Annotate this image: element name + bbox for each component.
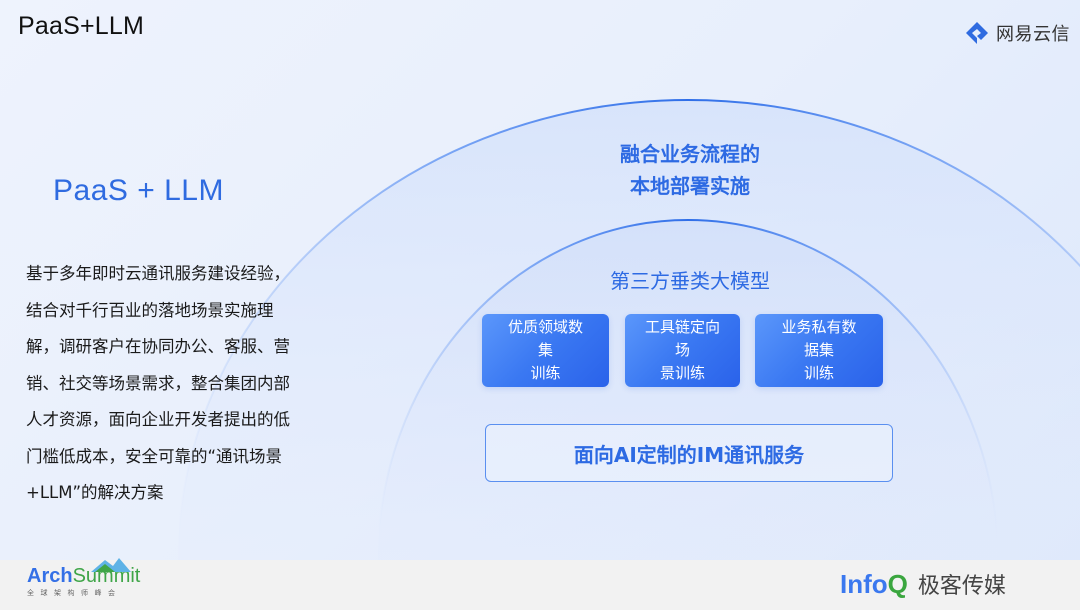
outer-arc-heading: 融合业务流程的 本地部署实施	[560, 138, 820, 202]
archsummit-word-arch: Arch	[27, 565, 73, 587]
mountain-icon	[91, 558, 131, 572]
description-line: 人才资源，面向企业开发者提出的低	[26, 410, 290, 429]
outer-arc-heading-line: 融合业务流程的	[620, 142, 760, 166]
netease-yunxin-logo-icon	[966, 22, 988, 44]
footer-bar	[0, 560, 1080, 610]
archsummit-logo: ArchSummit 全球架构师峰会	[27, 558, 140, 598]
archsummit-subtitle: 全球架构师峰会	[27, 589, 122, 597]
card-line: 景训练	[659, 364, 705, 382]
im-service-base-box: 面向AI定制的IM通讯服务	[485, 424, 893, 482]
infoq-logo: InfoQ 极客传媒	[840, 568, 1006, 600]
description-line: 解，调研客户在协同办公、客服、营	[26, 337, 290, 356]
geek-media-label: 极客传媒	[917, 574, 1006, 599]
card-line: 训练	[803, 364, 834, 382]
card-line: 业务私有数据集	[781, 318, 857, 359]
description-line: +LLM”的解决方案	[26, 483, 164, 502]
infoq-word-info: Info	[840, 568, 888, 599]
slide-title: PaaS+LLM	[18, 12, 144, 40]
brand-name: 网易云信	[996, 24, 1070, 45]
card-line: 训练	[530, 364, 561, 382]
outer-arc-heading-line: 本地部署实施	[630, 174, 750, 198]
description-paragraph: 基于多年即时云通讯服务建设经验， 结合对千行百业的落地场景实施理 解，调研客户在…	[26, 256, 326, 512]
brand-logo: 网易云信	[964, 20, 1070, 46]
card-line: 优质领域数集	[507, 318, 583, 359]
im-service-label: 面向AI定制的IM通讯服务	[573, 442, 805, 467]
inner-arc-heading: 第三方垂类大模型	[610, 269, 770, 293]
card-domain-dataset-training: 优质领域数集 训练	[482, 314, 609, 387]
description-line: 基于多年即时云通讯服务建设经验，	[26, 264, 290, 283]
infoq-word-q: Q	[887, 568, 908, 599]
description-line: 销、社交等场景需求，整合集团内部	[26, 373, 290, 393]
slide: PaaS+LLM 网易云信 PaaS + LLM 基于多年即时云通讯服务建设经验…	[0, 0, 1080, 560]
card-line: 工具链定向场	[645, 318, 721, 359]
section-heading: PaaS + LLM	[53, 174, 224, 207]
description-line: 门槛低成本，安全可靠的“通讯场景	[26, 446, 283, 466]
card-private-dataset-training: 业务私有数据集 训练	[755, 314, 883, 387]
card-toolchain-scenario-training: 工具链定向场 景训练	[625, 314, 740, 387]
description-line: 结合对千行百业的落地场景实施理	[26, 300, 274, 320]
